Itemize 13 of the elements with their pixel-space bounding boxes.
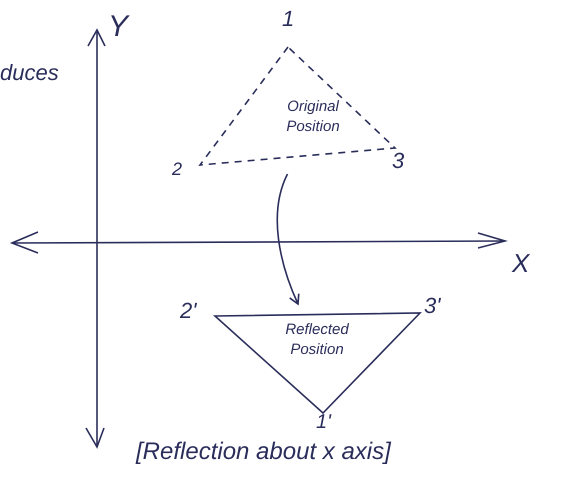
shape-label: Original Position — [285, 97, 341, 137]
label-text: 2 — [172, 160, 182, 178]
label-text: X — [512, 250, 530, 276]
curved-arrow — [276, 174, 300, 305]
shape-label: Reflected Position — [284, 320, 350, 360]
label-text: 1 — [282, 8, 294, 30]
label-text: 3' — [424, 295, 440, 317]
label-text: 1' — [316, 412, 331, 432]
label-text: [Reflection about x axis] — [136, 440, 391, 464]
label-text: 2' — [180, 300, 196, 322]
label-text: duces — [0, 62, 59, 84]
label-text: Y — [108, 12, 128, 42]
label-text: 3 — [392, 150, 404, 172]
